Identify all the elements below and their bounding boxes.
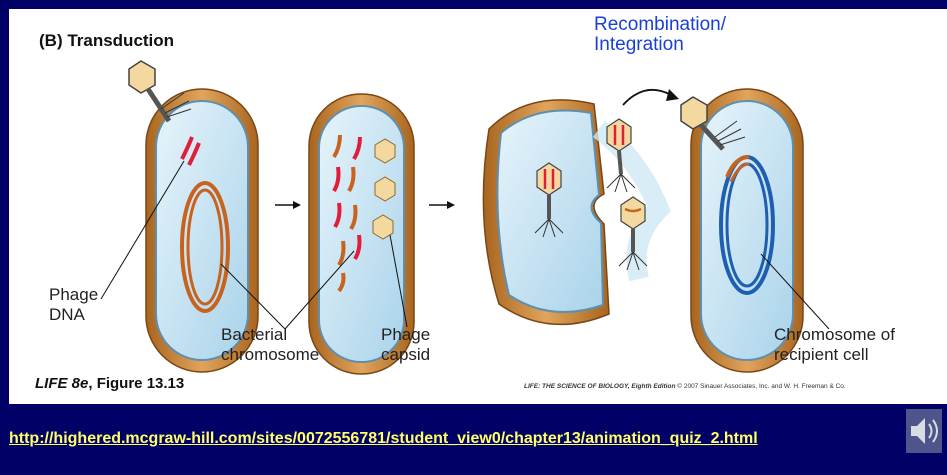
curved-arrow (623, 89, 679, 105)
copyright-text: © 2007 Sinauer Associates, Inc. and W. H… (675, 383, 845, 390)
copyright-line: LIFE: THE SCIENCE OF BIOLOGY, Eighth Edi… (524, 383, 846, 390)
label-phage-dna: Phage DNA (49, 285, 98, 325)
label-chromosome-recipient: Chromosome of recipient cell (774, 325, 895, 365)
label-phage-capsid: Phage capsid (381, 325, 430, 365)
figure-book: LIFE 8e (35, 375, 88, 392)
figure-label: LIFE 8e, Figure 13.13 (35, 375, 184, 392)
arrow-1 (275, 201, 301, 209)
recombination-title: Recombination/ Integration (594, 15, 726, 55)
speaker-icon[interactable] (905, 408, 943, 454)
arrow-2 (429, 201, 455, 209)
label-bacterial-chromosome: Bacterial chromosome (221, 325, 319, 365)
animation-quiz-link[interactable]: http://highered.mcgraw-hill.com/sites/00… (9, 430, 758, 448)
copyright-book: LIFE: THE SCIENCE OF BIOLOGY, Eighth Edi… (524, 383, 675, 390)
diagram-panel: (B) Transduction Recombination/ Integrat… (9, 9, 947, 404)
panel-title: (B) Transduction (39, 31, 174, 51)
figure-number: , Figure 13.13 (88, 375, 184, 392)
